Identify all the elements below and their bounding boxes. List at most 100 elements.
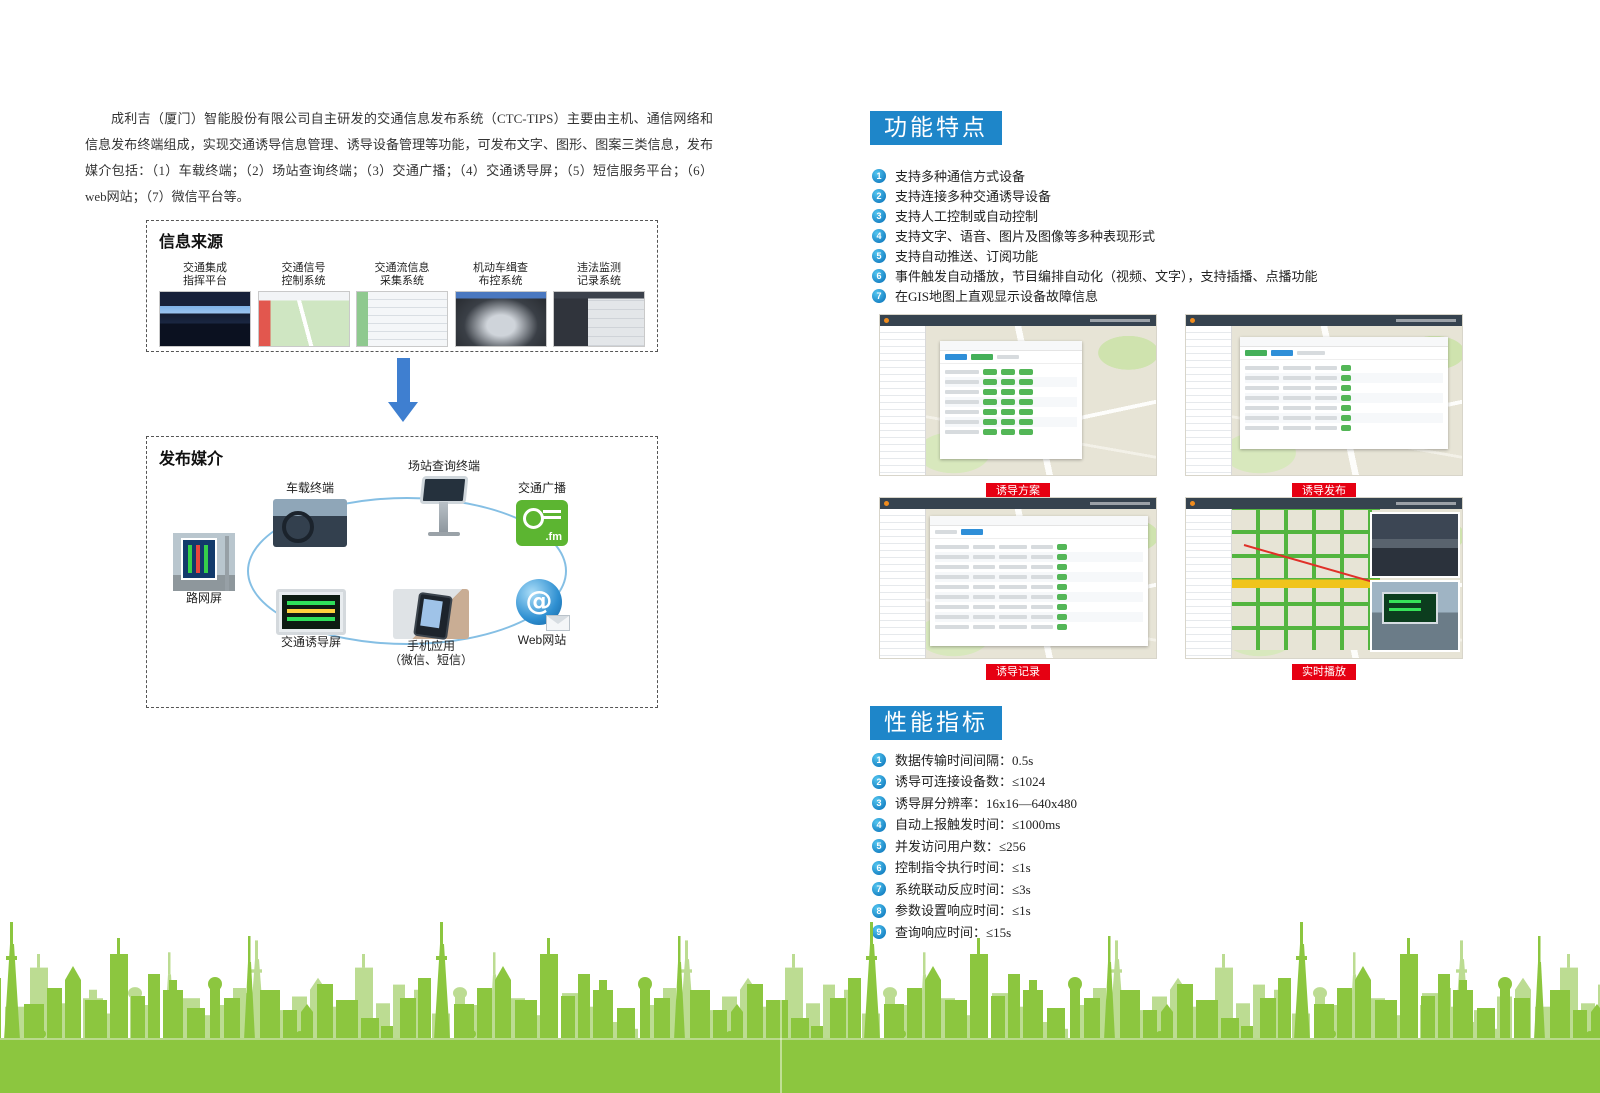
feature-item: 5 支持自动推送、订阅功能: [872, 249, 1318, 263]
radio-icon: .fm: [516, 500, 568, 546]
publish-media-box: 发布媒介 车载终端 场站查询终端 交通广播 .fm @ Web网站: [146, 436, 658, 708]
city-skyline-graphic: [0, 898, 1600, 1093]
media-item-station-kiosk: 场站查询终端: [399, 459, 489, 536]
feature-text: 支持连接多种交通诱导设备: [895, 188, 1052, 204]
page-fold-line: [780, 898, 782, 1093]
app-titlebar: [1186, 498, 1462, 509]
feature-text: 支持人工控制或自动控制: [895, 208, 1039, 224]
feature-item: 3 支持人工控制或自动控制: [872, 209, 1318, 223]
number-badge: 4: [872, 817, 886, 832]
traffic-flow-thumbnail: [356, 291, 448, 347]
source-item: 违法监测记录系统: [553, 262, 645, 347]
screenshot-guidance-publish: [1186, 315, 1462, 475]
number-badge: 2: [872, 774, 886, 789]
car-terminal-icon: [273, 499, 347, 547]
media-item-traffic-radio: 交通广播 .fm: [499, 481, 585, 546]
screenshot-guidance-plan: [880, 315, 1156, 475]
performance-item: 3 诱导屏分辨率：16x16—640x480: [872, 796, 1077, 810]
source-label: 机动车缉查布控系统: [473, 262, 528, 287]
performance-text: 自动上报触发时间：≤1000ms: [895, 817, 1061, 832]
performance-item: 1 数据传输时间间隔：0.5s: [872, 753, 1077, 767]
source-label: 交通集成指挥平台: [183, 262, 227, 287]
performance-item: 4 自动上报触发时间：≤1000ms: [872, 817, 1077, 832]
performance-item: 2 诱导可连接设备数：≤1024: [872, 774, 1077, 789]
feature-text: 支持文字、语音、图片及图像等多种表现形式: [895, 228, 1156, 244]
number-badge: 4: [872, 229, 886, 243]
app-titlebar: [880, 498, 1156, 509]
media-item-mobile-app: 手机应用（微信、短信）: [385, 589, 477, 667]
phone-app-icon: [393, 589, 469, 639]
cycle-ellipse: [247, 497, 567, 645]
performance-text: 系统联动反应时间：≤3s: [895, 881, 1031, 897]
features-section-header: 功能特点: [870, 111, 1002, 145]
number-badge: 5: [872, 839, 886, 853]
plan-panel: [940, 341, 1082, 459]
number-badge: 6: [872, 269, 886, 283]
feature-text: 事件触发自动播放，节目编排自动化（视频、文字），支持插播、点播功能: [895, 268, 1318, 284]
screenshot-caption: 实时播放: [1292, 664, 1356, 680]
feature-text: 在GIS地图上直观显示设备故障信息: [895, 288, 1098, 304]
road-network-screen-icon: [173, 533, 235, 591]
info-sources-title: 信息来源: [159, 234, 224, 251]
screenshot-caption: 诱导方案: [986, 483, 1050, 499]
info-sources-box: 信息来源 交通集成指挥平台 交通信号控制系统 交通流信息采集系统: [146, 220, 658, 352]
feature-item: 2 支持连接多种交通诱导设备: [872, 189, 1318, 203]
app-titlebar: [1186, 315, 1462, 326]
performance-text: 数据传输时间间隔：0.5s: [895, 752, 1034, 768]
feature-item: 7 在GIS地图上直观显示设备故障信息: [872, 289, 1318, 303]
performance-text: 诱导屏分辨率：16x16—640x480: [895, 795, 1078, 811]
performance-text: 参数设置响应时间：≤1s: [895, 903, 1031, 918]
number-badge: 1: [872, 753, 886, 767]
live-video-panel: [1372, 514, 1458, 576]
feature-item: 6 事件触发自动播放，节目编排自动化（视频、文字），支持插播、点播功能: [872, 269, 1318, 283]
screenshot-guidance-record: [880, 498, 1156, 658]
guidance-board-photo: [1372, 582, 1458, 650]
app-sidebar-tree: [1186, 509, 1232, 658]
app-sidebar-tree: [1186, 326, 1232, 475]
source-item: 交通信号控制系统: [257, 262, 350, 347]
guidance-screen-icon: [276, 589, 346, 635]
app-titlebar: [880, 315, 1156, 326]
performance-text: 并发访问用户数：≤256: [895, 838, 1026, 854]
info-sources-row: 交通集成指挥平台 交通信号控制系统 交通流信息采集系统 机动车缉查布控系统: [159, 262, 645, 347]
publish-panel: [1240, 337, 1448, 449]
number-badge: 2: [872, 189, 886, 203]
performance-item: 6 控制指令执行时间：≤1s: [872, 860, 1077, 875]
feature-text: 支持多种通信方式设备: [895, 168, 1026, 184]
media-item-car-terminal: 车载终端: [265, 481, 355, 547]
performance-item: 7 系统联动反应时间：≤3s: [872, 882, 1077, 896]
performance-item: 5 并发访问用户数：≤256: [872, 839, 1077, 853]
road-status-map: [1232, 509, 1380, 650]
source-item: 交通集成指挥平台: [159, 262, 251, 347]
number-badge: 6: [872, 860, 886, 875]
envelope-icon: [546, 615, 570, 631]
performance-list: 1 数据传输时间间隔：0.5s 2 诱导可连接设备数：≤1024 3 诱导屏分辨率：1…: [872, 753, 1077, 947]
screenshot-live-play: [1186, 498, 1462, 658]
feature-text: 支持自动推送、订阅功能: [895, 248, 1039, 264]
number-badge: 3: [872, 796, 886, 810]
signal-control-thumbnail: [257, 291, 350, 347]
kiosk-icon: [419, 476, 469, 536]
performance-text: 诱导可连接设备数：≤1024: [895, 774, 1046, 789]
number-badge: 7: [872, 289, 886, 303]
app-sidebar-tree: [880, 509, 926, 658]
performance-section-header: 性能指标: [870, 706, 1002, 740]
number-badge: 9: [872, 925, 886, 939]
performance-item: 9 查询响应时间：≤15s: [872, 925, 1077, 939]
number-badge: 5: [872, 249, 886, 263]
performance-text: 查询响应时间：≤15s: [895, 924, 1012, 940]
feature-item: 4 支持文字、语音、图片及图像等多种表现形式: [872, 229, 1318, 243]
source-label: 违法监测记录系统: [577, 262, 621, 287]
number-badge: 3: [872, 209, 886, 223]
screenshot-caption: 诱导发布: [1292, 483, 1356, 499]
source-label: 交通流信息采集系统: [374, 262, 430, 287]
radio-fm-text: .fm: [545, 531, 563, 543]
number-badge: 8: [872, 903, 886, 918]
performance-text: 控制指令执行时间：≤1s: [895, 860, 1031, 875]
number-badge: 7: [872, 882, 886, 896]
app-sidebar-tree: [880, 326, 926, 475]
record-panel: [930, 516, 1148, 646]
source-item: 机动车缉查布控系统: [454, 262, 547, 347]
